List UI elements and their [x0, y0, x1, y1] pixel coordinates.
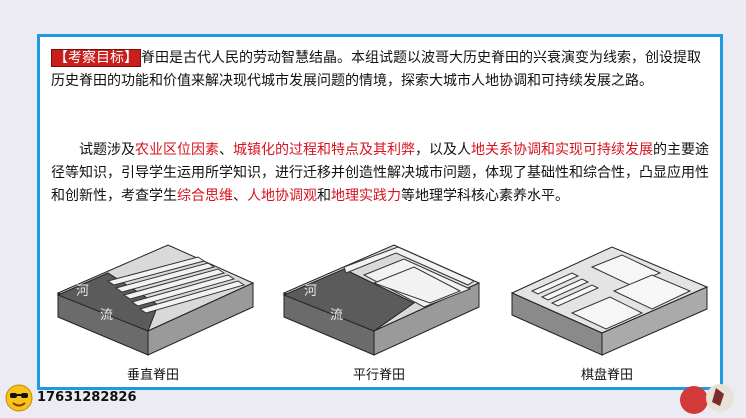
caption-checkerboard: 棋盘脊田	[580, 368, 633, 383]
highlight-term: 人地协调观	[247, 188, 317, 204]
sunglasses-emoji-icon	[5, 384, 33, 412]
body-text: 和	[317, 188, 331, 204]
paragraph-details: 试题涉及农业区位因素、城镇化的过程和特点及其利弊，以及人地关系协调和实现可持续发…	[51, 139, 711, 208]
river-label-b: 流	[100, 308, 113, 323]
river-label-a: 河	[76, 284, 89, 299]
river-label-c: 河	[304, 284, 317, 299]
decorative-sticker-icon	[680, 384, 734, 414]
highlight-term: 城镇化的过程和特点及其利弊	[233, 142, 415, 158]
body-text: 试题涉及	[79, 142, 135, 158]
checkerboard-ridged-fields-diagram	[510, 246, 709, 356]
vertical-ridged-fields-diagram: 河 流	[56, 244, 255, 356]
figure-parallel-ridged-fields: 河 流 平行脊田	[274, 233, 484, 385]
figures-row: 河 流 垂直脊田 河 流 平行脊田	[48, 233, 712, 385]
body-text: 、	[233, 188, 247, 204]
content-card: 【考察目标】脊田是古代人民的劳动智慧结晶。本组试题以波哥大历史脊田的兴衰演变为线…	[37, 34, 723, 390]
figure-vertical-ridged-fields: 河 流 垂直脊田	[48, 233, 258, 385]
highlight-term: 农业区位因素	[135, 142, 219, 158]
caption-vertical: 垂直脊田	[126, 368, 179, 383]
river-label-d: 流	[330, 308, 343, 323]
paragraph-objective: 【考察目标】脊田是古代人民的劳动智慧结晶。本组试题以波哥大历史脊田的兴衰演变为线…	[51, 47, 711, 93]
body-text: 的主要途径等知识，引导学生运用所学知识，进行迁移并创造性解决城市问题，体现了基础…	[51, 142, 709, 204]
body-text: 等地理学科核心素养水平。	[401, 188, 569, 204]
body-text: 、	[219, 142, 233, 158]
phone-number: 17631282826	[37, 390, 137, 405]
highlight-term: 综合思维	[177, 188, 233, 204]
body-text: ，以及人	[415, 142, 471, 158]
figure-checkerboard-ridged-fields: 棋盘脊田	[502, 233, 712, 385]
caption-parallel: 平行脊田	[352, 368, 405, 383]
objective-text: 脊田是古代人民的劳动智慧结晶。本组试题以波哥大历史脊田的兴衰演变为线索，创设提取…	[51, 50, 701, 89]
highlight-term: 地关系协调和实现可持续发展	[471, 142, 653, 158]
parallel-ridged-fields-diagram: 河 流	[282, 244, 481, 356]
objective-tag: 【考察目标】	[51, 49, 141, 67]
highlight-term: 地理实践力	[331, 188, 401, 204]
